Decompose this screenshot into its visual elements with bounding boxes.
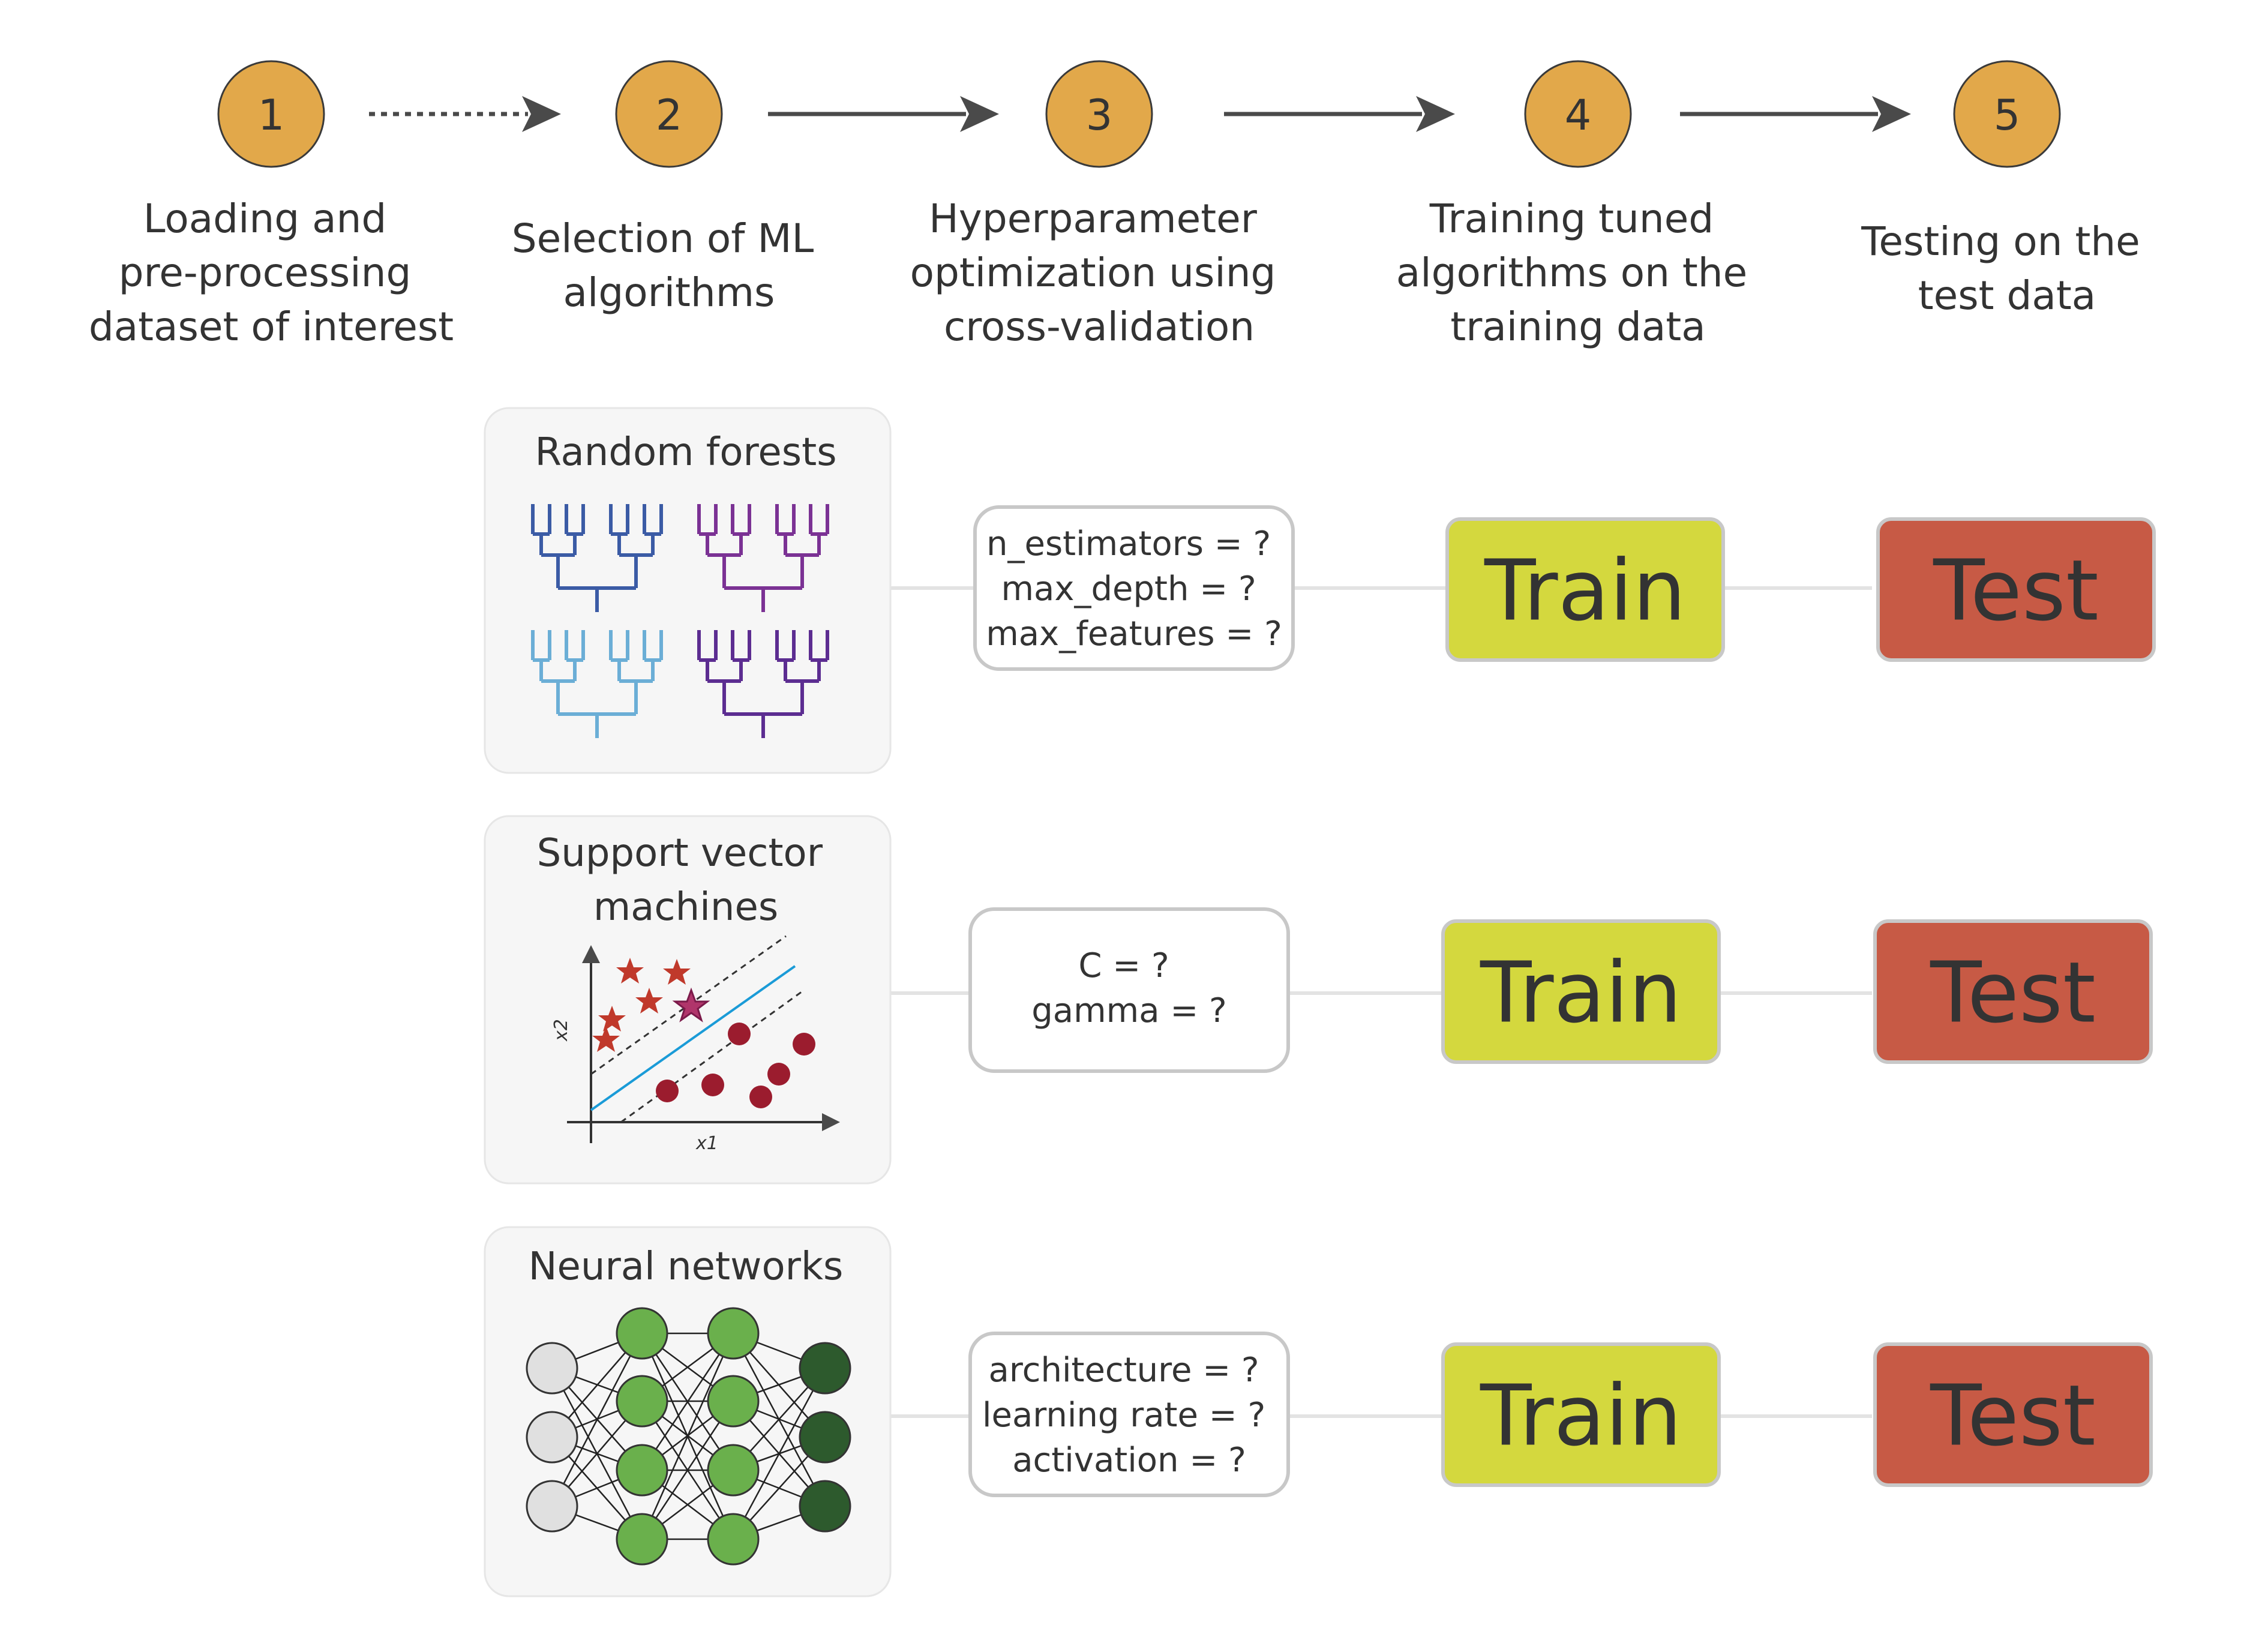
nn-node — [616, 1375, 668, 1428]
step-3: 3 Hyperparameter optimization using cros… — [910, 60, 1289, 350]
nn-node — [799, 1342, 851, 1395]
arrowhead-icon — [960, 96, 999, 132]
row-random-forests: Random forests — [484, 407, 2156, 774]
panel-title: Neural networks — [529, 1245, 844, 1289]
step-5: 5 Testing on the test data — [1861, 60, 2153, 319]
step-label: Hyperparameter optimization using cross-… — [910, 196, 1289, 350]
step-circle — [1045, 60, 1153, 168]
step-circle — [217, 60, 325, 168]
star-icon — [616, 958, 644, 984]
step-flow: 1 Loading and pre-processing dataset of … — [89, 60, 2153, 350]
step-number: 1 — [258, 91, 285, 140]
step-number: 3 — [1086, 91, 1113, 140]
step-1: 1 Loading and pre-processing dataset of … — [89, 60, 454, 350]
dot — [701, 1074, 724, 1096]
nn-node — [707, 1375, 760, 1428]
hyperparameter-list: C = ? gamma = ? — [1031, 946, 1227, 1030]
test-box — [1876, 517, 2156, 662]
nn-node — [616, 1513, 668, 1566]
step-label: Selection of ML algorithms — [512, 215, 826, 316]
nn-edge — [641, 1401, 734, 1540]
step-number: 4 — [1565, 91, 1592, 140]
step-2: 2 Selection of ML algorithms — [512, 60, 826, 316]
margin-line — [620, 989, 805, 1123]
step-number: 2 — [656, 91, 683, 140]
nn-node — [707, 1307, 760, 1360]
dot — [793, 1033, 815, 1056]
dot — [728, 1023, 751, 1045]
star-icon — [598, 1006, 626, 1032]
nn-node — [616, 1307, 668, 1360]
nn-edge — [732, 1368, 826, 1540]
hyperparameter-box — [968, 1332, 1290, 1497]
arrowhead-icon — [1872, 96, 1911, 132]
decision-trees-icon — [531, 504, 829, 738]
arrowhead-icon — [522, 96, 561, 132]
axis-label-x1: x1 — [695, 1133, 718, 1154]
train-box — [1441, 919, 1721, 1064]
test-label: Test — [1933, 542, 2099, 640]
nn-node — [799, 1480, 851, 1533]
nn-node — [526, 1411, 578, 1464]
test-label: Test — [1930, 1368, 2096, 1465]
svm-scatter-icon: x2 x1 — [551, 935, 840, 1154]
nn-node — [616, 1444, 668, 1497]
dot — [656, 1080, 679, 1102]
nn-node — [707, 1444, 760, 1497]
train-label: Train — [1480, 945, 1682, 1042]
test-label: Test — [1930, 945, 2096, 1042]
neural-network-icon — [526, 1307, 851, 1566]
step-circle — [1953, 60, 2061, 168]
arrowhead-icon — [1416, 96, 1455, 132]
step-circle — [1524, 60, 1632, 168]
hyperparameter-list: architecture = ? learning rate = ? activ… — [982, 1351, 1276, 1480]
star-icon — [672, 987, 710, 1023]
nn-node — [526, 1480, 578, 1533]
hyperplane-line — [590, 965, 796, 1111]
nn-node — [707, 1513, 760, 1566]
star-icon — [592, 1026, 620, 1052]
train-label: Train — [1480, 1368, 1682, 1465]
test-box — [1873, 919, 2153, 1064]
train-box — [1445, 517, 1725, 662]
class-a-stars — [592, 958, 710, 1052]
nn-edge — [641, 1333, 734, 1540]
row-support-vector-machines: Support vector machines x2 x1 — [484, 815, 2153, 1185]
hyperparameter-box — [968, 907, 1290, 1073]
class-b-dots — [656, 1023, 815, 1108]
test-box — [1873, 1342, 2153, 1487]
nn-node — [799, 1411, 851, 1464]
step-number: 5 — [1994, 91, 2021, 140]
panel-title: Support vector machines — [537, 831, 835, 930]
nn-edge — [551, 1333, 643, 1507]
star-icon — [635, 988, 663, 1014]
dot — [749, 1086, 772, 1108]
train-box — [1441, 1342, 1721, 1487]
nn-node — [526, 1342, 578, 1395]
panel-title: Random forests — [535, 430, 836, 475]
dot — [767, 1063, 790, 1086]
star-icon — [663, 959, 691, 985]
row-neural-networks: Neural networks architecture = ? learnin… — [484, 1226, 2153, 1597]
step-4: 4 Training tuned algorithms on the train… — [1396, 60, 1760, 350]
step-label: Testing on the test data — [1861, 218, 2153, 319]
train-label: Train — [1484, 542, 1686, 640]
axis-label-x2: x2 — [551, 1019, 572, 1042]
step-label: Loading and pre-processing dataset of in… — [89, 196, 454, 350]
algorithm-panel — [484, 1226, 892, 1597]
hyperparameter-list: n_estimators = ? max_depth = ? max_featu… — [986, 524, 1282, 653]
nn-edge — [641, 1333, 734, 1471]
hyperparameter-box — [973, 505, 1295, 671]
step-circle — [615, 60, 723, 168]
step-label: Training tuned algorithms on the trainin… — [1396, 196, 1760, 350]
